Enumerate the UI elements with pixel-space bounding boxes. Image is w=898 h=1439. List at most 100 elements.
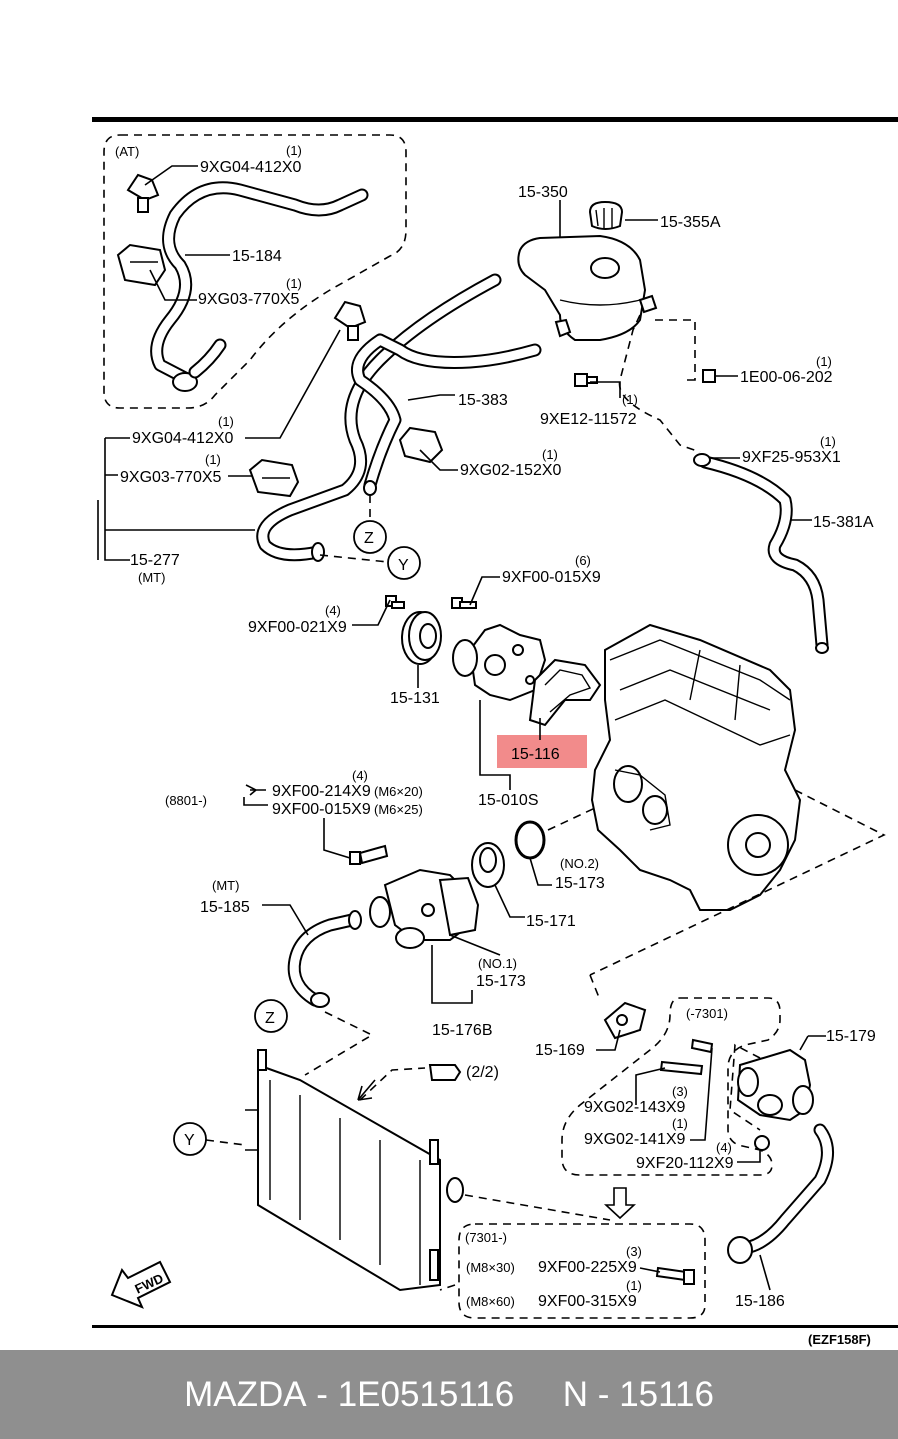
pipe-icon [727,1123,834,1264]
label-mt-hose: 15-277 [130,552,180,569]
label-case: 15-176B [432,1022,493,1039]
label-mt2: (MT) [212,878,239,893]
label-pulley: 15-131 [390,690,440,707]
radiator-icon [245,1049,464,1292]
footer-gap [514,1375,563,1415]
label-date-a: (-7301) [686,1006,728,1021]
label-stud2-qty: (1) [672,1116,688,1131]
at-group-outline [103,134,407,409]
gasket-icon [528,658,602,727]
y-marker-top [387,546,421,580]
label-pulley-bolt-qty: (4) [325,603,341,618]
case-bolt-icon [349,844,389,865]
label-stud-qty: (3) [672,1084,688,1099]
label-stud: 9XG02-143X9 [584,1099,686,1116]
footer-ref: 15116 [619,1374,714,1414]
gasket-169-icon [603,1001,647,1040]
label-case-bolt-a: 9XF00-214X9 [272,783,371,800]
label-at-clamp: 9XG03-770X5 [198,291,300,308]
at-clip-icon [126,173,160,213]
label-gasket: 15-116 [511,746,560,763]
y-marker-bottom [173,1122,207,1156]
parts-diagram: FWD [92,117,898,1347]
label-case-bolt-qty: (4) [352,768,368,783]
hand-pointer-icon [428,1064,462,1081]
labels: (AT) (1) 9XG04-412X0 15-184 (1) 9XG03-77… [115,143,876,1347]
label-at-clip: 9XG04-412X0 [200,159,302,176]
hose-381a [698,455,829,654]
part-number-footer: MAZDA - 1E0515116 N - 15116 [0,1350,898,1439]
label-case-bolt-b: 9XF00-015X9 [272,801,371,818]
engine-icon [590,623,802,911]
engine-connector [589,789,886,1001]
pump-bolt-icon [451,597,477,609]
label-thermostat: 15-171 [526,913,576,930]
footer-prefix: N [562,1374,589,1414]
label-clamp-qty: (1) [205,452,221,467]
label-tank-bolt-qty: (1) [622,392,638,407]
label-bolt-m30-size: (M8×30) [466,1260,515,1275]
label-hose-381a: 15-381A [813,514,874,531]
footer-separator-2: - [588,1374,620,1414]
oring-icon [514,820,546,860]
label-oring: 15-173 [555,875,605,892]
z-marker-top [353,520,387,554]
label-bolt-m60: 9XF00-315X9 [538,1293,637,1310]
label-cap: 15-355A [660,214,721,231]
label-bolt-m30: 9XF00-225X9 [538,1259,637,1276]
label-nut2: 9XF20-112X9 [636,1155,734,1172]
label-y-top: Y [398,557,409,574]
top-rule [92,117,898,122]
date-a-group-outline [561,997,781,1176]
label-at-clip-qty: (1) [286,143,302,158]
label-pulley-bolt: 9XF00-021X9 [248,619,347,636]
label-case-bolt-b-size: (M6×25) [374,802,423,817]
label-nut2-qty: (4) [716,1140,732,1155]
date-b-group-outline [458,1223,706,1319]
label-gasket-169: 15-169 [535,1042,585,1059]
at-hose [150,181,369,392]
label-clip: 9XG04-412X0 [132,430,234,447]
nut2-icon [754,1135,770,1151]
label-see-page[interactable]: (2/2) [466,1064,499,1081]
label-no1: (NO.1) [478,956,517,971]
label-tank: 15-350 [518,184,568,201]
label-stud2: 9XG02-141X9 [584,1131,686,1148]
label-clip-qty: (1) [218,414,234,429]
leader-lines [97,165,826,1291]
label-pump-bolt-qty: (6) [575,553,591,568]
footer-part-number: 1E0515116 [337,1374,515,1414]
label-z-bottom: Z [265,1010,275,1027]
label-y-bottom: Y [184,1132,195,1149]
bottom-rule [92,1325,898,1328]
label-pump: 15-010S [478,792,539,809]
label-at-hose: 15-184 [232,248,282,265]
housing-icon [736,1048,814,1122]
footer-brand: MAZDA [184,1374,307,1414]
label-clip2-qty: (1) [542,447,558,462]
thermostat-case-icon [369,868,480,949]
gasket-highlight [497,735,587,768]
bolt-m30-icon [655,1266,695,1285]
fwd-arrow-icon: FWD [110,1260,172,1309]
label-gasket-no1: 15-173 [476,973,526,990]
tank-bolt-icon [574,373,598,387]
label-mt: (MT) [138,570,165,585]
clip2-icon [398,426,444,464]
water-pump-icon [452,623,547,702]
label-nut: 1E00-06-202 [740,369,833,386]
clip-icon [333,300,367,341]
label-bolt-m60-size: (M8×60) [466,1294,515,1309]
stud-icon [659,1038,714,1076]
label-bolt-m60-qty: (1) [626,1278,642,1293]
pulley-bolt-icon [385,595,405,609]
label-clamp3: 9XF25-953X1 [742,449,841,466]
label-bolt-m30-qty: (3) [626,1244,642,1259]
label-nut-qty: (1) [816,354,832,369]
label-no2: (NO.2) [560,856,599,871]
z-marker-bottom [254,999,288,1033]
clamp-icon [248,458,300,498]
clamp3-icon [693,453,711,467]
label-housing: 15-179 [826,1028,876,1045]
label-pump-bolt: 9XF00-015X9 [502,569,601,586]
